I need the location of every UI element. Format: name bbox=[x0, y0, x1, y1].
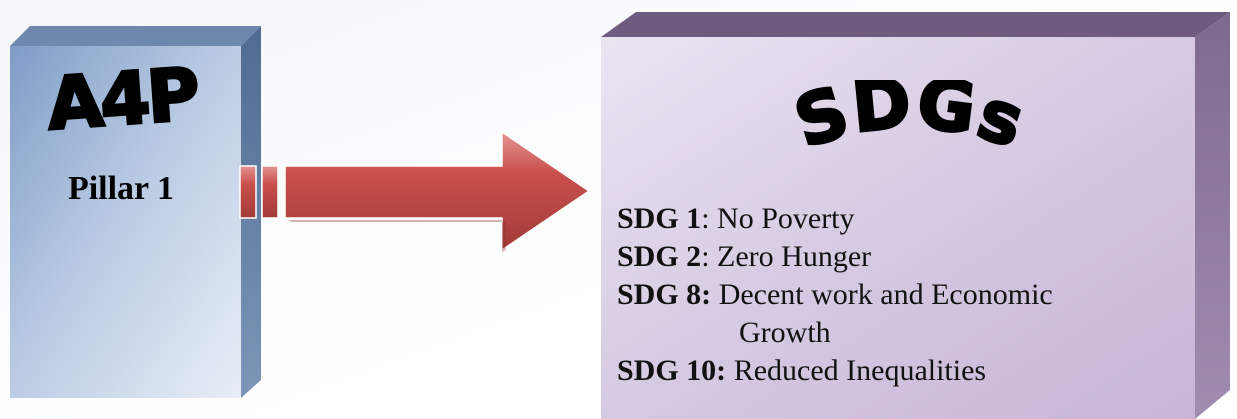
sdg-code: SDG 2 bbox=[617, 240, 702, 273]
sdg-code: SDG 10: bbox=[617, 354, 727, 387]
sdg-code: SDG 8: bbox=[617, 278, 712, 311]
left-box-front bbox=[10, 46, 241, 398]
right-box-top bbox=[601, 12, 1230, 37]
sdg-desc-continued: Growth bbox=[739, 316, 831, 349]
sdg-desc: Reduced Inequalities bbox=[733, 354, 987, 387]
sdg-sep: : bbox=[701, 240, 718, 273]
sdg-sep bbox=[726, 354, 734, 387]
sdg-desc: Zero Hunger bbox=[717, 240, 872, 273]
pillar-label: Pillar 1 bbox=[67, 170, 175, 207]
sdg-desc: No Poverty bbox=[717, 202, 855, 235]
sdg-item-8: SDG 8: Decent work and Economic Growth bbox=[617, 276, 1177, 352]
right-box-front bbox=[601, 37, 1195, 419]
sdg-sep bbox=[711, 278, 719, 311]
sdg-item-10: SDG 10: Reduced Inequalities bbox=[617, 352, 1177, 390]
left-box-top bbox=[10, 26, 261, 46]
sdg-list: SDG 1: No Poverty SDG 2: Zero Hunger SDG… bbox=[617, 200, 1177, 390]
arrow bbox=[239, 130, 591, 252]
sdg-sep: : bbox=[701, 202, 718, 235]
arrow-stripe-2 bbox=[261, 165, 279, 219]
sdg-code: SDG 1 bbox=[617, 202, 702, 235]
sdg-item-1: SDG 1: No Poverty bbox=[617, 200, 1177, 238]
sdg-desc: Decent work and Economic bbox=[718, 278, 1053, 311]
sdg-item-2: SDG 2: Zero Hunger bbox=[617, 238, 1177, 276]
arrow-body bbox=[284, 130, 591, 252]
arrow-stripe-1 bbox=[239, 165, 257, 219]
right-box-side bbox=[1195, 12, 1230, 419]
